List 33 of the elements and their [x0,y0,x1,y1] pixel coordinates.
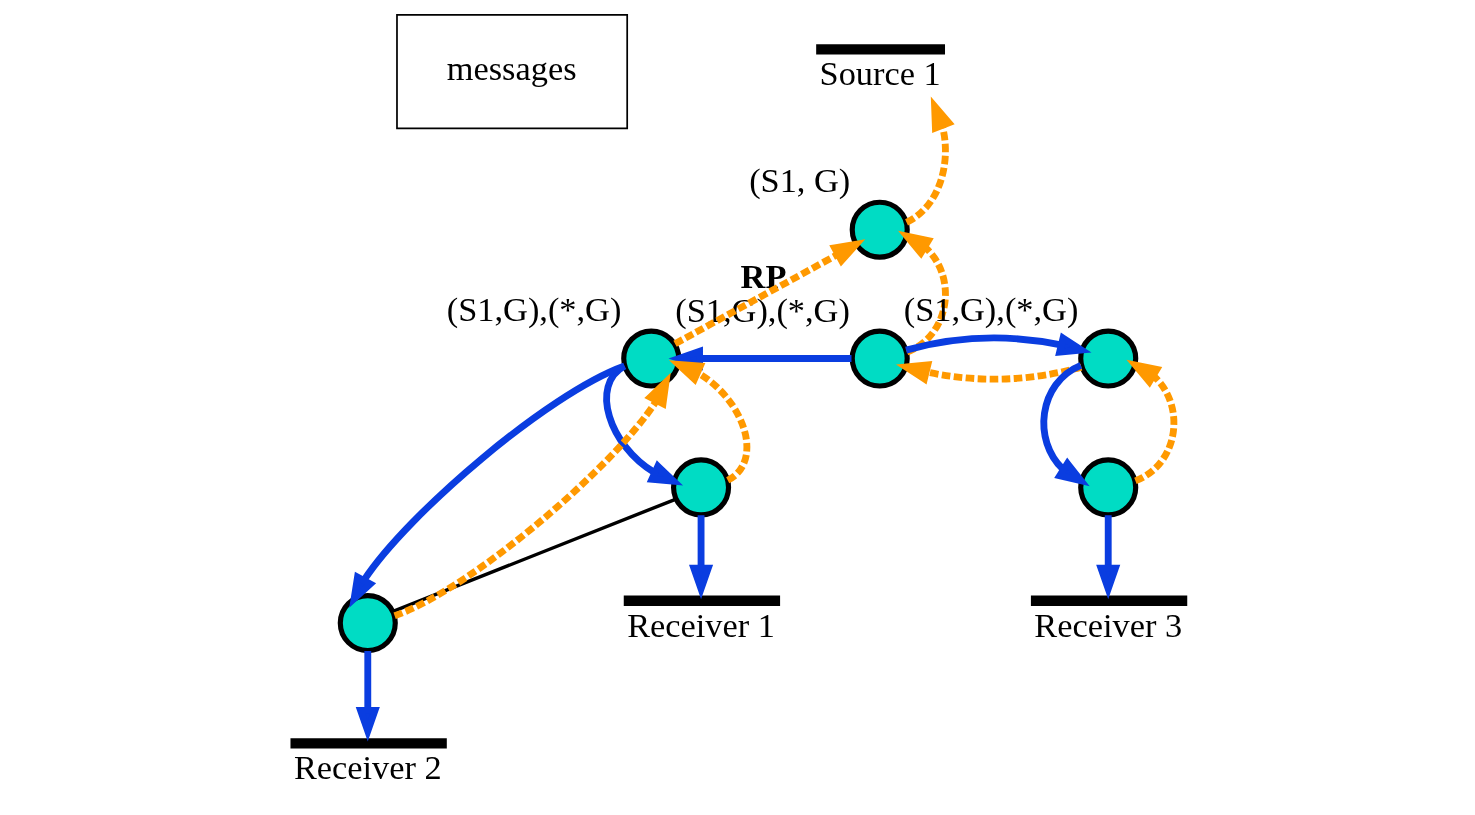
node-circle [1077,457,1138,518]
node-box [1030,595,1187,606]
arrow [897,230,949,356]
arrow [668,360,750,484]
arrow [1039,362,1090,487]
node-circle [670,457,731,518]
node-circle [849,199,910,260]
arrow [895,360,1082,385]
arrow [904,332,1091,356]
node-box [289,738,447,749]
arrow [688,515,713,600]
arrow [392,372,671,619]
node-label: Receiver 2 [293,748,442,787]
node-label: Receiver 1 [626,605,775,644]
node-box: messages [395,14,628,130]
arrow [904,96,955,226]
node-label: Receiver 3 [1033,605,1182,644]
node-box [815,44,945,55]
node-label: (S1, G) [748,160,850,199]
arrow [348,362,626,608]
arrow [1095,515,1120,600]
connector [392,497,677,613]
node-circle [1077,328,1138,389]
node-circle [337,593,398,654]
node-box [623,595,780,606]
arrow [1126,359,1177,484]
node-label: Source 1 [819,54,941,93]
node-label: (S1,G),(*,G) [446,289,621,328]
node-circle [849,328,910,389]
node-circle [620,328,681,389]
node-label: RP [740,257,786,296]
node-label: (S1,G),(*,G) [903,289,1078,328]
arrow [355,651,380,742]
